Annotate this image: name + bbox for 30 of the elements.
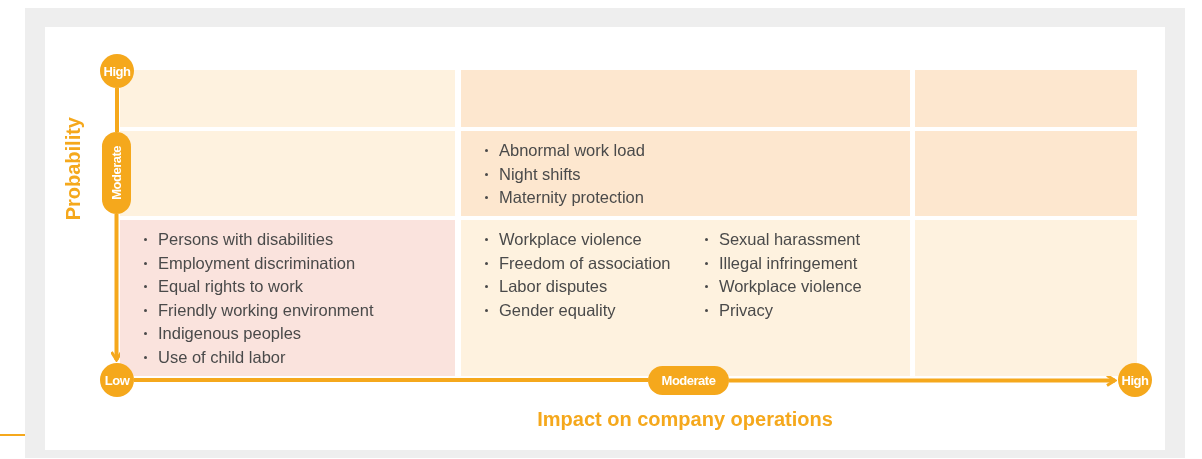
empty-matrix-cell <box>915 220 1137 376</box>
risk-item: Maternity protection <box>499 188 644 206</box>
axis-arrow <box>729 374 1117 387</box>
risk-item: Gender equality <box>499 300 616 319</box>
axis-level-marker: Moderate <box>102 132 131 214</box>
risk-item: Freedom of association <box>499 253 671 272</box>
axis-line <box>134 378 648 382</box>
empty-matrix-cell <box>915 70 1137 127</box>
risk-item: Persons with disabilities <box>158 230 334 248</box>
risk-item: Indigenous peoples <box>158 324 302 342</box>
matrix-cell <box>461 131 910 216</box>
risk-item: Abnormal work load <box>499 141 645 159</box>
matrix-cell <box>461 220 910 376</box>
risk-item: Sexual harassment <box>718 230 861 248</box>
empty-matrix-cell <box>461 70 910 127</box>
risk-item: Privacy <box>718 300 773 319</box>
matrix-cell <box>120 220 455 376</box>
risk-item: Workplace violence <box>718 277 862 295</box>
risk-item: Employment discrimination <box>158 253 356 272</box>
risk-item: Equal rights to work <box>158 277 303 295</box>
risk-item: Labor disputes <box>499 277 608 295</box>
axis-level-marker: Moderate <box>648 366 729 395</box>
risk-item: Night shifts <box>499 164 581 183</box>
risk-item: Friendly working environment <box>158 300 374 319</box>
risk-item: Use of child labor <box>158 347 286 366</box>
risk-item: Workplace violence <box>499 230 642 248</box>
empty-matrix-cell <box>915 131 1137 216</box>
axis-title: Impact on company operations <box>540 406 830 432</box>
risk-item: Illegal infringement <box>718 253 858 272</box>
axis-line <box>115 88 119 132</box>
